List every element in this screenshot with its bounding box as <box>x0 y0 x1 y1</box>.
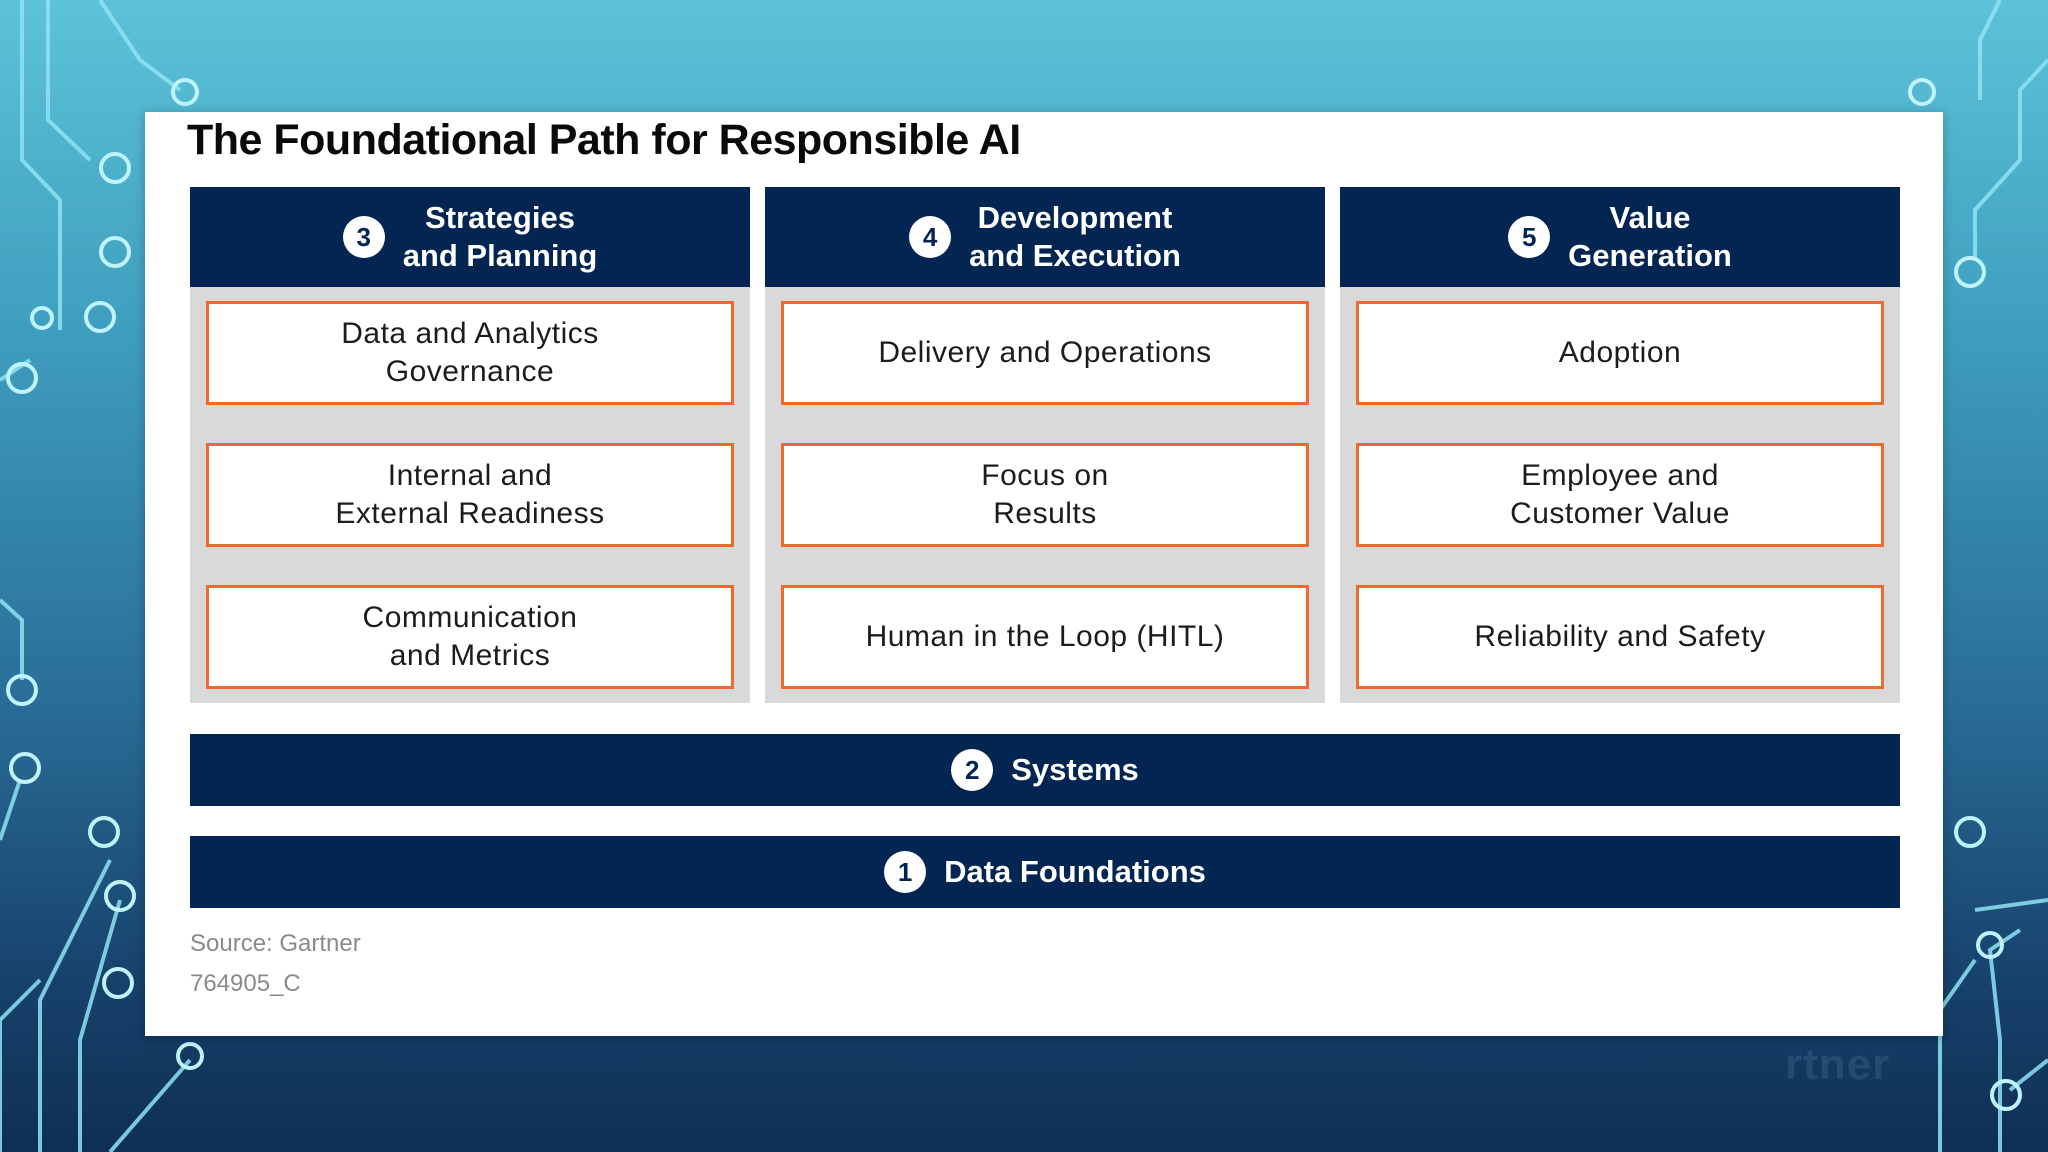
bar-label: Data Foundations <box>944 854 1206 889</box>
document-code: 764905_C <box>190 970 301 997</box>
box-focus-on-results: Focus on Results <box>781 443 1309 547</box>
box-internal-external-readiness: Internal and External Readiness <box>206 443 734 547</box>
box-delivery-operations: Delivery and Operations <box>781 301 1309 405</box>
bar-label: Systems <box>1011 752 1139 787</box>
box-reliability-safety: Reliability and Safety <box>1356 585 1884 689</box>
source-credit: Source: Gartner <box>190 930 361 957</box>
background-watermark: rtner <box>1785 1040 1891 1089</box>
column-header: 5 Value Generation <box>1340 187 1900 287</box>
box-communication-metrics: Communication and Metrics <box>206 585 734 689</box>
slide-card: The Foundational Path for Responsible AI… <box>145 112 1943 1036</box>
box-human-in-the-loop: Human in the Loop (HITL) <box>781 585 1309 689</box>
step-number-badge: 5 <box>1508 216 1551 258</box>
step-number-badge: 1 <box>884 851 927 893</box>
slide-title: The Foundational Path for Responsible AI <box>187 116 1021 164</box>
box-employee-customer-value: Employee and Customer Value <box>1356 443 1884 547</box>
bar-systems: 2 Systems <box>190 734 1900 806</box>
step-number-badge: 2 <box>951 749 994 791</box>
column-header: 4 Development and Execution <box>765 187 1325 287</box>
column-value-generation: 5 Value Generation Adoption Employee and… <box>1340 187 1900 703</box>
bar-data-foundations: 1 Data Foundations <box>190 836 1900 908</box>
box-data-analytics-governance: Data and Analytics Governance <box>206 301 734 405</box>
column-header: 3 Strategies and Planning <box>190 187 750 287</box>
column-heading: Strategies and Planning <box>402 200 598 273</box>
column-development-and-execution: 4 Development and Execution Delivery and… <box>765 187 1325 703</box>
column-heading: Value Generation <box>1568 200 1732 273</box>
step-number-badge: 4 <box>909 216 952 258</box>
column-heading: Development and Execution <box>969 200 1181 273</box>
step-number-badge: 3 <box>342 216 385 258</box>
column-strategies-and-planning: 3 Strategies and Planning Data and Analy… <box>190 187 750 703</box>
box-adoption: Adoption <box>1356 301 1884 405</box>
